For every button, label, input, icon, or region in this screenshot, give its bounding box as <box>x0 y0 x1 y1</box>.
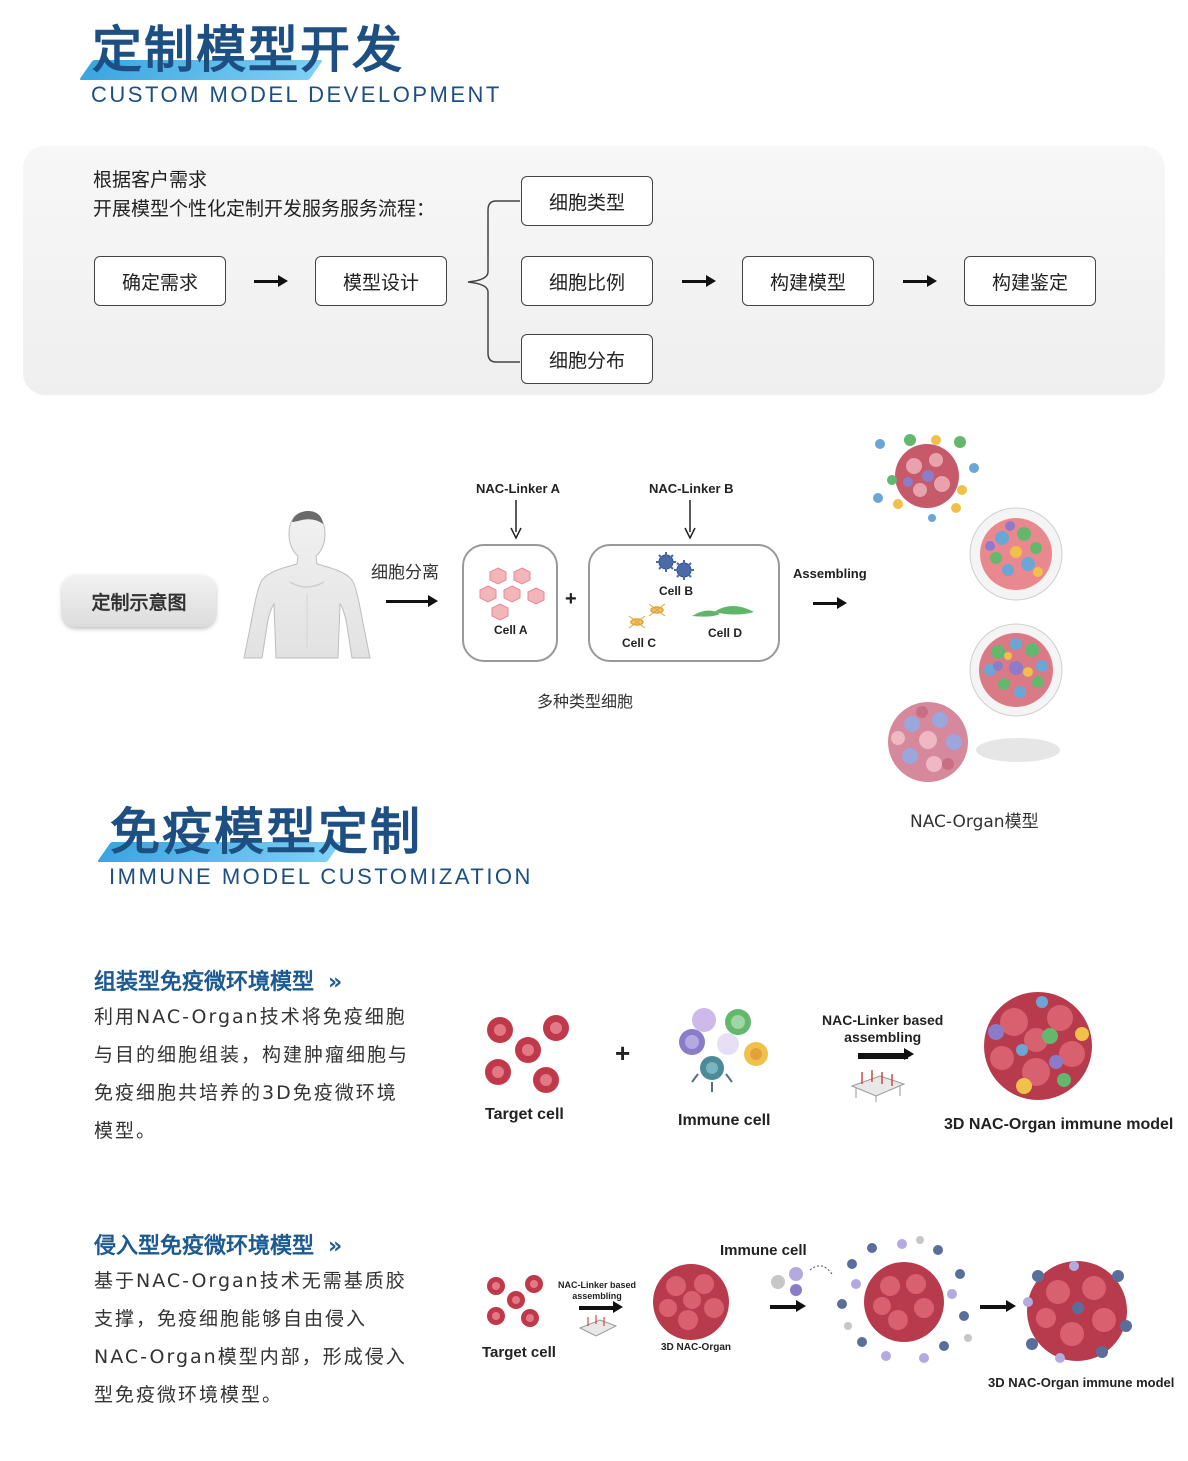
target-cell-label: Target cell <box>485 1106 564 1123</box>
arrow-icon <box>386 595 438 606</box>
arrow-icon <box>980 1300 1016 1312</box>
assembled-model-desc: 利用NAC-Organ技术将免疫细胞与目的细胞组装，构建肿瘤细胞与免疫细胞共培养… <box>94 1006 410 1142</box>
invasive-model-title-text: 侵入型免疫微环境模型 <box>94 1234 315 1259</box>
branch-cell-ratio: 细胞比例 <box>521 256 653 306</box>
section-title-immune: 免疫模型定制 IMMUNE MODEL CUSTOMIZATION <box>96 802 533 890</box>
section-title-custom: 定制模型开发 CUSTOM MODEL DEVELOPMENT <box>78 20 502 108</box>
step-identification: 构建鉴定 <box>964 256 1096 306</box>
organoid-cluster-icon <box>873 434 979 522</box>
linker-scaffold-icon <box>850 1070 906 1102</box>
section-title-cn: 免疫模型定制 <box>110 803 422 861</box>
multi-cell-types-label: 多种类型细胞 <box>537 692 634 711</box>
linker-a-label: NAC-Linker A <box>476 481 561 496</box>
linker-assembling-line2: assembling <box>844 1029 922 1045</box>
section-title-cn: 定制模型开发 <box>92 21 404 79</box>
invasive-model-title: 侵入型免疫微环境模型 » <box>94 1228 342 1260</box>
chevron-icon: » <box>328 1234 343 1259</box>
cell-b-label: Cell B <box>659 584 694 598</box>
organoid-icon <box>653 1264 729 1340</box>
linker-b-label: NAC-Linker B <box>649 481 734 496</box>
section-title-en: CUSTOM MODEL DEVELOPMENT <box>91 82 502 107</box>
chevron-icon: » <box>328 970 343 995</box>
immune-model-label: 3D NAC-Organ immune model <box>988 1375 1175 1390</box>
target-cell-label: Target cell <box>482 1344 556 1361</box>
cell-b-icon <box>656 552 694 580</box>
assembled-model-title-text: 组装型免疫微环境模型 <box>94 970 315 995</box>
target-cells-icon <box>487 1275 543 1327</box>
organoid-sphere-icon <box>969 623 1063 717</box>
immune-model-sphere-icon <box>1023 1261 1132 1363</box>
cell-d-icon <box>692 606 754 617</box>
immune-cell-label: Immune cell <box>678 1112 771 1129</box>
cell-c-icon <box>628 603 666 629</box>
cell-a-hexagons-icon <box>479 567 545 621</box>
immune-cell-label: Immune cell <box>720 1242 807 1259</box>
branch-cell-distribution: 细胞分布 <box>521 334 653 384</box>
cell-c-label: Cell C <box>622 636 657 650</box>
arrow-icon <box>579 1301 623 1313</box>
linker-assembling-line2: assembling <box>572 1291 622 1301</box>
bracket-icon <box>467 200 520 363</box>
linker-assembling-line1: NAC-Linker based <box>822 1012 944 1028</box>
human-body-icon <box>243 511 371 659</box>
linker-assembling-label: NAC-Linker based assembling <box>558 1280 636 1302</box>
assembled-model-title: 组装型免疫微环境模型 » <box>94 964 342 996</box>
flow-intro-line1: 根据客户需求 <box>93 169 208 191</box>
cell-d-label: Cell D <box>708 626 743 640</box>
arrow-icon <box>254 275 288 287</box>
target-cells-icon <box>485 1015 569 1093</box>
immune-cells-icon <box>679 1008 768 1092</box>
invasive-model-desc: 基于NAC-Organ技术无需基质胶支撑，免疫细胞能够自由侵入NAC-Organ… <box>94 1270 407 1406</box>
organoid-sphere-icon <box>969 507 1063 601</box>
arrow-icon <box>770 1300 806 1312</box>
assembling-label: Assembling <box>793 566 867 581</box>
immune-model-label: 3D NAC-Organ immune model <box>944 1116 1174 1133</box>
linker-scaffold-icon <box>578 1315 618 1337</box>
step-confirm-requirements: 确定需求 <box>94 256 226 306</box>
branch-cell-type: 细胞类型 <box>521 176 653 226</box>
cell-a-label: Cell A <box>494 623 528 637</box>
cell-a-box <box>462 544 558 662</box>
linker-assembling-label: NAC-Linker based assembling <box>822 1012 943 1046</box>
invading-organoid-icon <box>837 1236 972 1363</box>
flow-intro-line2: 开展模型个性化定制开发服务服务流程： <box>93 198 436 220</box>
step-build-model: 构建模型 <box>742 256 874 306</box>
flow-intro: 根据客户需求 开展模型个性化定制开发服务服务流程： <box>93 166 435 224</box>
immune-model-sphere-icon <box>984 992 1092 1100</box>
linker-assembling-line1: NAC-Linker based <box>558 1280 637 1290</box>
immune-cells-icon <box>771 1265 833 1296</box>
down-arrow-icon <box>510 500 522 540</box>
separation-label: 细胞分离 <box>371 563 439 583</box>
down-arrow-icon <box>684 500 696 540</box>
arrow-icon <box>903 275 937 287</box>
organoid-model-icon <box>888 702 1060 782</box>
organ-label: 3D NAC-Organ <box>661 1342 732 1353</box>
organ-model-label: NAC-Organ模型 <box>910 812 1039 832</box>
step-model-design: 模型设计 <box>315 256 447 306</box>
arrow-icon <box>813 597 847 609</box>
section-title-en: IMMUNE MODEL CUSTOMIZATION <box>109 864 533 889</box>
plus-sign: + <box>565 588 577 610</box>
plus-sign: + <box>615 1038 631 1068</box>
arrow-icon <box>858 1048 914 1060</box>
schematic-label-pill: 定制示意图 <box>62 575 216 627</box>
arrow-icon <box>682 275 716 287</box>
